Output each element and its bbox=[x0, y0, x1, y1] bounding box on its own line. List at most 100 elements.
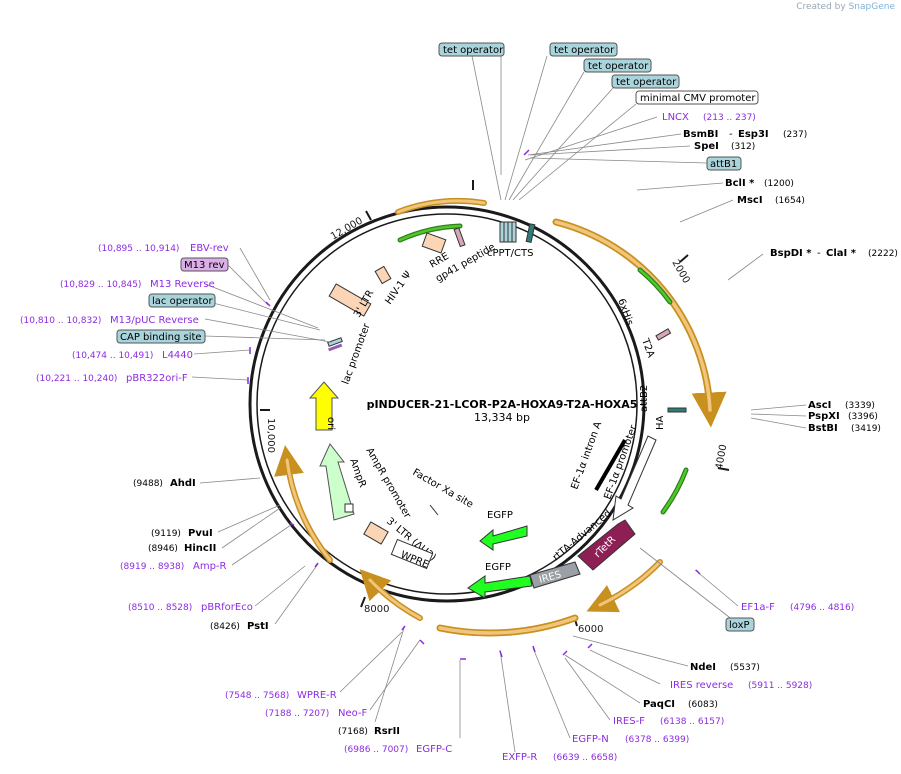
ori-label: ori bbox=[325, 417, 336, 430]
attb1-box[interactable] bbox=[706, 156, 742, 171]
bstbi-label[interactable]: BstBI bbox=[808, 423, 838, 434]
spei-label[interactable]: SpeI bbox=[694, 141, 719, 152]
ltr-du3-block bbox=[363, 521, 389, 545]
wpre-block bbox=[390, 538, 434, 570]
m13-rev-box[interactable] bbox=[180, 257, 229, 272]
pbr322ori-f-label[interactable]: pBR322ori-F bbox=[126, 373, 188, 384]
tick-marks bbox=[260, 180, 730, 627]
loxp-box[interactable] bbox=[725, 617, 755, 632]
ef1a-f-range: (4796 .. 4816) bbox=[790, 603, 854, 613]
rsrii-label[interactable]: RsrII bbox=[374, 726, 400, 737]
m13-reverse-range: (10,829 .. 10,845) bbox=[60, 280, 141, 290]
spei-pos: (312) bbox=[731, 142, 755, 152]
m13-puc-reverse-range: (10,810 .. 10,832) bbox=[20, 316, 101, 326]
ndei-pos: (5537) bbox=[730, 663, 760, 673]
lac-operator-box[interactable] bbox=[148, 293, 216, 308]
pvui-pos: (9119) bbox=[151, 529, 181, 539]
tet-operator-label-2: tet operator bbox=[554, 45, 615, 56]
ampr-label: AmpR bbox=[347, 457, 368, 489]
backbone-outer bbox=[248, 205, 646, 603]
psti-label[interactable]: PstI bbox=[247, 621, 269, 632]
ndei-label[interactable]: NdeI bbox=[690, 662, 716, 673]
paqci-pos: (6083) bbox=[688, 700, 718, 710]
ltr3-block bbox=[328, 283, 372, 317]
factor-xa-label: Factor Xa site bbox=[411, 467, 475, 511]
ef1a-intron-label: EF-1α intron A bbox=[569, 420, 604, 491]
ires-reverse-range: (5911 .. 5928) bbox=[748, 681, 812, 691]
lac-operator-label: lac operator bbox=[152, 296, 213, 307]
ires-f-label[interactable]: IRES-F bbox=[613, 716, 645, 727]
clai-label[interactable]: ClaI * bbox=[826, 248, 857, 259]
tet-operator-box-1[interactable] bbox=[438, 42, 505, 57]
tick-label-10000: 10,000 bbox=[265, 418, 276, 453]
psti-pos: (8426) bbox=[210, 622, 240, 632]
m13-reverse-label[interactable]: M13 Reverse bbox=[150, 279, 215, 290]
msci-label[interactable]: MscI bbox=[737, 195, 763, 206]
tet-operator-label-1: tet operator bbox=[443, 45, 504, 56]
snapgene-credit: Created by SnapGene bbox=[796, 2, 895, 12]
pspxi-pos: (3396) bbox=[848, 412, 878, 422]
ires-reverse-label[interactable]: IRES reverse bbox=[670, 680, 733, 691]
bspdi-pos: (2222) bbox=[868, 249, 898, 259]
neo-f-label[interactable]: Neo-F bbox=[338, 708, 368, 719]
tet-operator-box-2[interactable] bbox=[549, 42, 618, 57]
tet-operator-box-3[interactable] bbox=[583, 58, 652, 73]
l4440-label[interactable]: L4440 bbox=[162, 350, 193, 361]
attb2-label: attB2 bbox=[639, 385, 650, 412]
cmv-promoter-box[interactable] bbox=[635, 90, 759, 105]
bspdi-label[interactable]: BspDI * bbox=[770, 248, 812, 259]
bcli-label[interactable]: BclI * bbox=[725, 178, 755, 189]
svg-text:-: - bbox=[729, 129, 733, 140]
ahdi-label[interactable]: AhdI bbox=[170, 478, 196, 489]
ires-f-range: (6138 .. 6157) bbox=[660, 717, 724, 727]
pbrforeco-range: (8510 .. 8528) bbox=[128, 603, 192, 613]
hincii-pos: (8946) bbox=[148, 544, 178, 554]
l4440-range: (10,474 .. 10,491) bbox=[72, 351, 153, 361]
gp41-block bbox=[453, 227, 466, 248]
hincii-label[interactable]: HincII bbox=[184, 543, 216, 554]
right-connectors bbox=[191, 247, 807, 753]
amp-r-label[interactable]: Amp-R bbox=[193, 561, 227, 572]
ef1a-f-label[interactable]: EF1a-F bbox=[741, 602, 775, 613]
egfp-n-label[interactable]: EGFP-N bbox=[572, 734, 609, 745]
bsmbi-pos: (237) bbox=[783, 130, 807, 140]
bsmbi-label[interactable]: BsmBI bbox=[683, 129, 718, 140]
m13-puc-reverse-label[interactable]: M13/pUC Reverse bbox=[110, 315, 199, 326]
ahdi-pos: (9488) bbox=[133, 479, 163, 489]
pbr322ori-f-range: (10,221 .. 10,240) bbox=[36, 374, 117, 384]
esp3i-label[interactable]: Esp3I bbox=[738, 129, 769, 140]
credit-prefix: Created by bbox=[796, 2, 846, 12]
tet-operator-label-4: tet operator bbox=[616, 77, 677, 88]
primer-markers bbox=[247, 149, 701, 660]
ampr-promoter-label: AmpR promoter bbox=[363, 446, 413, 521]
plasmid-length: 13,334 bp bbox=[474, 411, 530, 424]
msci-pos: (1654) bbox=[775, 196, 805, 206]
m13-marker bbox=[328, 343, 343, 352]
ebv-rev-label[interactable]: EBV-rev bbox=[190, 243, 229, 254]
top-connectors bbox=[471, 55, 764, 281]
lncx-label[interactable]: LNCX bbox=[662, 112, 689, 123]
green-arcs bbox=[397, 223, 689, 515]
egfp-block-2 bbox=[467, 575, 533, 599]
rre-block bbox=[421, 232, 447, 254]
paqci-label[interactable]: PaqCI bbox=[643, 699, 675, 710]
pspxi-label[interactable]: PspXI bbox=[808, 411, 840, 422]
m13-rev-label: M13 rev bbox=[184, 260, 225, 271]
pbrforeco-label[interactable]: pBRforEco bbox=[201, 602, 253, 613]
egfp-c-label[interactable]: EGFP-C bbox=[416, 744, 452, 755]
asci-label[interactable]: AscI bbox=[808, 400, 831, 411]
cap-binding-site-box[interactable] bbox=[116, 329, 206, 344]
tet-operator-box-4[interactable] bbox=[611, 74, 680, 89]
ha-label: HA bbox=[655, 415, 666, 430]
hiv-psi-block bbox=[374, 265, 392, 285]
credit-brand: SnapGene bbox=[848, 2, 895, 12]
pvui-label[interactable]: PvuI bbox=[188, 528, 213, 539]
exfp-r-label[interactable]: EXFP-R bbox=[502, 752, 537, 763]
cppt-marker bbox=[525, 223, 536, 244]
wpre-r-label[interactable]: WPRE-R bbox=[297, 690, 337, 701]
backbone-inner bbox=[256, 213, 638, 595]
ires-block bbox=[529, 561, 581, 589]
t2a-block bbox=[655, 328, 672, 341]
neo-f-range: (7188 .. 7207) bbox=[265, 709, 329, 719]
